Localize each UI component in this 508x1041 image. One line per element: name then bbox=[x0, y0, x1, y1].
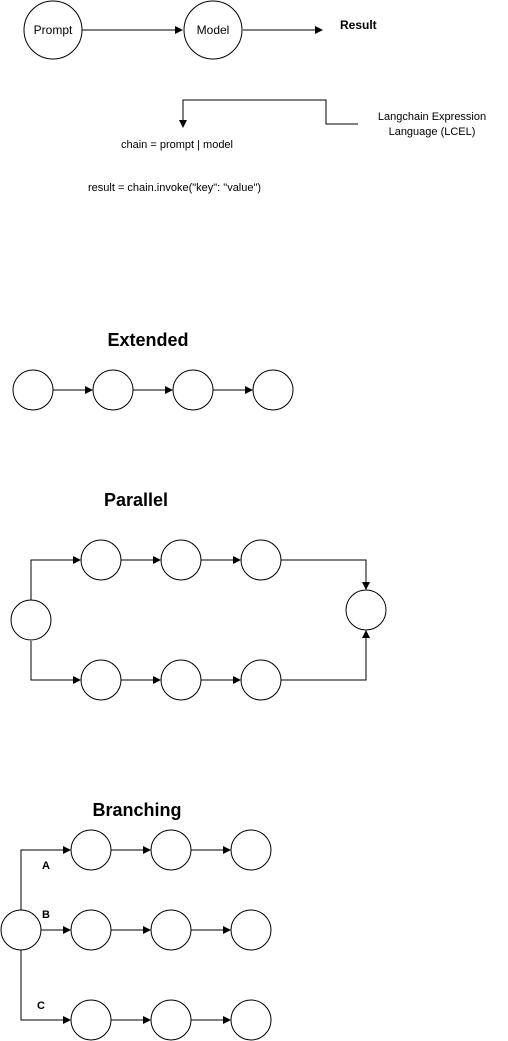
top-section: Prompt Model Result Langchain Expression… bbox=[23, 0, 486, 194]
branch-a-node-3 bbox=[230, 829, 272, 871]
parallel-top-node-3 bbox=[240, 539, 282, 581]
parallel-merge-bottom-edge bbox=[281, 630, 370, 681]
parallel-heading: Parallel bbox=[104, 490, 168, 510]
extended-section: Extended bbox=[12, 330, 294, 411]
branch-b-node-2 bbox=[150, 909, 192, 951]
extended-node-4 bbox=[252, 369, 294, 411]
branch-b-node-1 bbox=[70, 909, 112, 951]
parallel-end-node bbox=[345, 589, 387, 631]
branch-a-node-2 bbox=[150, 829, 192, 871]
model-node bbox=[183, 0, 243, 60]
extended-node-3 bbox=[172, 369, 214, 411]
branch-c-label: C bbox=[37, 1000, 45, 1012]
parallel-bottom-node-1 bbox=[80, 659, 122, 701]
parallel-top-node-1 bbox=[80, 539, 122, 581]
parallel-top-node-2 bbox=[160, 539, 202, 581]
parallel-merge-top-edge bbox=[281, 559, 370, 590]
branch-c-node-2 bbox=[150, 999, 192, 1041]
branch-c-edge bbox=[20, 950, 71, 1024]
extended-node-2 bbox=[92, 369, 134, 411]
branch-a-edge bbox=[20, 846, 71, 910]
parallel-bottom-node-3 bbox=[240, 659, 282, 701]
branch-c-node-3 bbox=[230, 999, 272, 1041]
extended-node-1 bbox=[12, 369, 54, 411]
branch-b-label: B bbox=[42, 909, 50, 921]
prompt-node bbox=[23, 0, 83, 60]
prompt-label: Prompt bbox=[34, 23, 73, 37]
parallel-start-node bbox=[10, 599, 52, 641]
extended-heading: Extended bbox=[107, 330, 188, 350]
branch-c-node-1 bbox=[70, 999, 112, 1041]
branch-b-node-3 bbox=[230, 909, 272, 951]
lcel-label-line1: Langchain Expression bbox=[378, 111, 486, 123]
lcel-pointer-edge bbox=[179, 99, 358, 128]
result-label: Result bbox=[340, 18, 377, 32]
lcel-label-line2: Language (LCEL) bbox=[389, 126, 476, 138]
model-label: Model bbox=[197, 23, 230, 37]
parallel-split-top-edge bbox=[30, 556, 81, 600]
branching-heading: Branching bbox=[92, 800, 181, 820]
chain-code: chain = prompt | model bbox=[121, 139, 233, 151]
result-code: result = chain.invoke("key": "value") bbox=[88, 182, 261, 194]
branching-start-node bbox=[0, 909, 42, 951]
parallel-section: Parallel bbox=[10, 490, 387, 701]
branching-section: Branching A B C bbox=[0, 800, 272, 1041]
parallel-bottom-node-2 bbox=[160, 659, 202, 701]
branch-a-node-1 bbox=[70, 829, 112, 871]
branch-a-label: A bbox=[42, 860, 50, 872]
parallel-split-bottom-edge bbox=[30, 641, 81, 684]
